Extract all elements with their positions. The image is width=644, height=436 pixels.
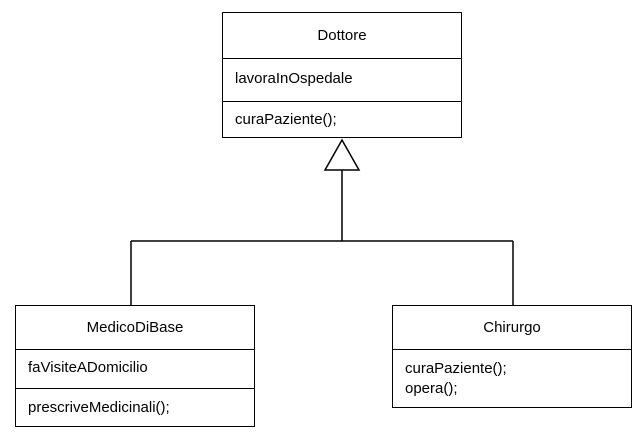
class-medico-di-base: MedicoDiBase faVisiteADomicilio prescriv… [15,305,255,427]
class-name-dottore: Dottore [223,13,461,58]
operation-prescrive-medicinali: prescriveMedicinali(); [28,399,170,416]
class-operations-dottore: curaPaziente(); [223,101,461,139]
attribute-fa-visite-a-domicilio: faVisiteADomicilio [28,359,148,376]
generalization-arrowhead [323,138,361,171]
operation-cura-paziente: curaPaziente(); [235,111,337,128]
class-attributes-medico-di-base: faVisiteADomicilio [16,349,254,388]
class-dottore: Dottore lavoraInOspedale curaPaziente(); [222,12,462,138]
class-name-chirurgo: Chirurgo [393,306,631,349]
operation-opera: opera(); [405,380,458,397]
class-attributes-dottore: lavoraInOspedale [223,58,461,101]
attribute-lavora-in-ospedale: lavoraInOspedale [235,70,353,87]
operation-cura-paziente: curaPaziente(); [405,360,507,377]
class-name-text: Chirurgo [483,318,541,336]
class-name-text: Dottore [317,26,367,44]
class-name-medico-di-base: MedicoDiBase [16,306,254,349]
class-name-text: MedicoDiBase [86,318,184,336]
class-operations-chirurgo: curaPaziente(); opera(); [393,349,631,409]
class-operations-medico-di-base: prescriveMedicinali(); [16,388,254,428]
class-chirurgo: Chirurgo curaPaziente(); opera(); [392,305,632,408]
